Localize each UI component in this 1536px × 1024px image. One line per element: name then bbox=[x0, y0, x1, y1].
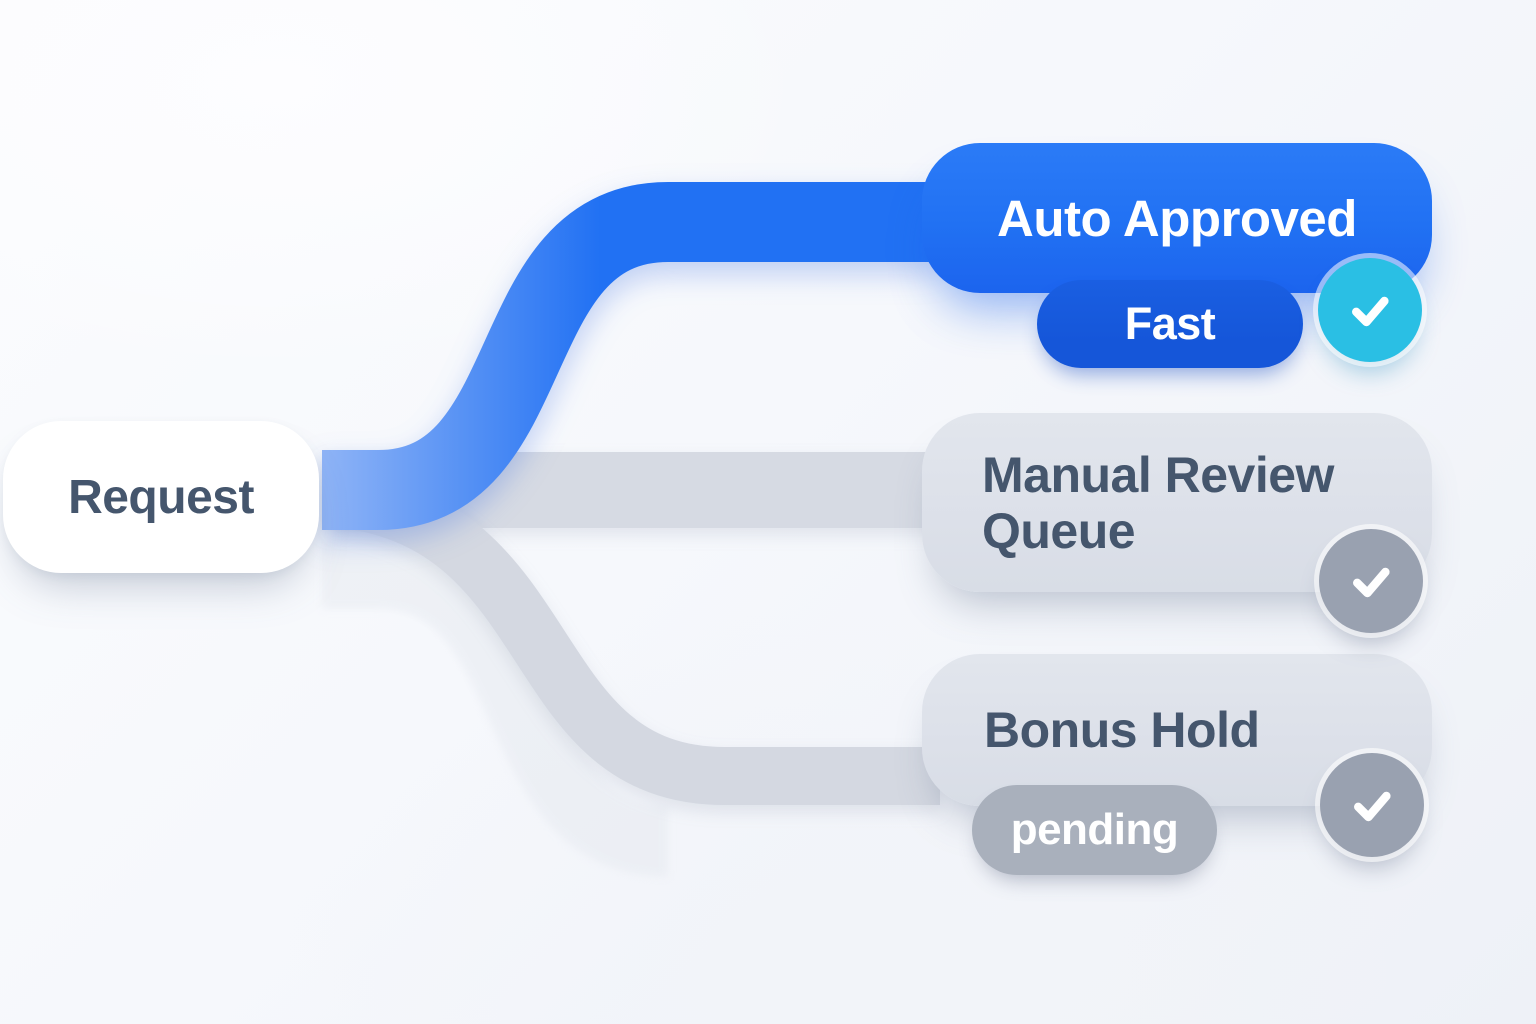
bonus-hold-status bbox=[1320, 753, 1424, 857]
checkmark-icon bbox=[1352, 296, 1389, 327]
auto-approved-status bbox=[1318, 258, 1422, 362]
request-node: Request bbox=[3, 421, 319, 573]
manual-review-status bbox=[1319, 529, 1423, 633]
fast-badge: Fast bbox=[1037, 280, 1303, 368]
connector-bonus-hold bbox=[331, 469, 940, 805]
checkmark-icon bbox=[1354, 791, 1391, 822]
pending-badge: pending bbox=[972, 785, 1217, 875]
fast-badge-label: Fast bbox=[1124, 298, 1216, 349]
manual-review-label: Manual Review Queue bbox=[982, 446, 1334, 559]
request-node-label: Request bbox=[68, 470, 254, 524]
fork-reflection bbox=[322, 539, 670, 877]
pending-badge-label: pending bbox=[1010, 805, 1179, 854]
checkmark-icon bbox=[1353, 567, 1390, 598]
auto-approved-node: Auto Approved bbox=[922, 143, 1432, 293]
bonus-hold-label: Bonus Hold bbox=[984, 702, 1260, 758]
auto-approved-label: Auto Approved bbox=[997, 189, 1357, 247]
connector-auto-approved bbox=[322, 182, 940, 530]
